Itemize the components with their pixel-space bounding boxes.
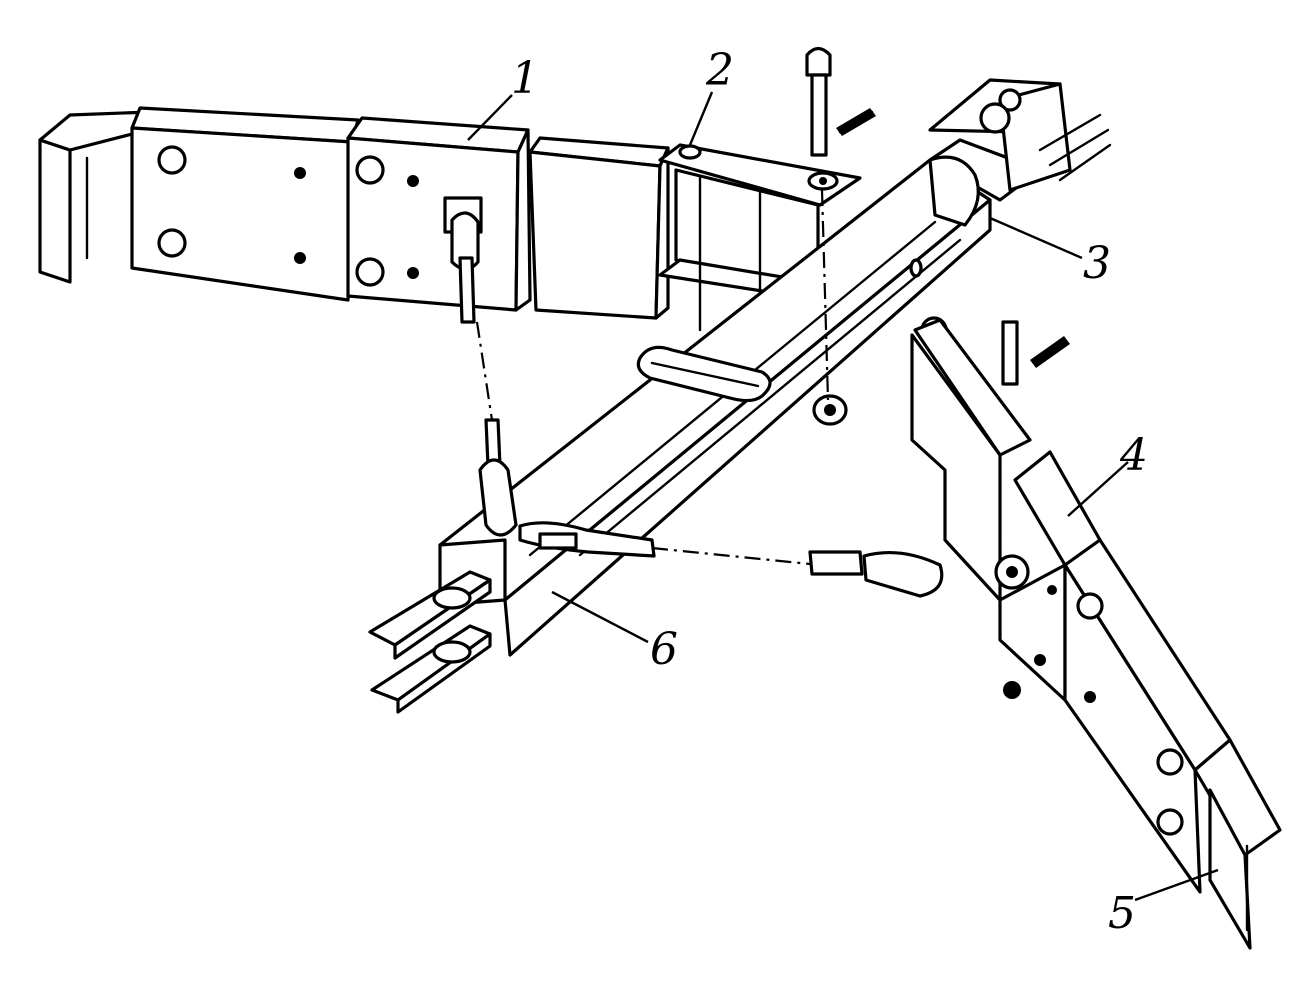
lower-right-bar [910,316,1282,950]
upper-left-bar [38,106,670,320]
callout-labels: 1 2 3 4 5 6 [511,45,1148,939]
callout-2: 2 [705,45,734,96]
callout-6: 6 [650,624,678,675]
chain-assembly [443,196,944,598]
callout-3: 3 [1083,238,1111,289]
clamp-assembly [928,78,1112,227]
callout-5: 5 [1108,888,1136,939]
callout-1: 1 [511,53,539,104]
callout-4: 4 [1119,430,1148,481]
assembly-axes [475,189,830,566]
pins-and-washers [805,46,1070,426]
leader-lines [467,91,1219,902]
